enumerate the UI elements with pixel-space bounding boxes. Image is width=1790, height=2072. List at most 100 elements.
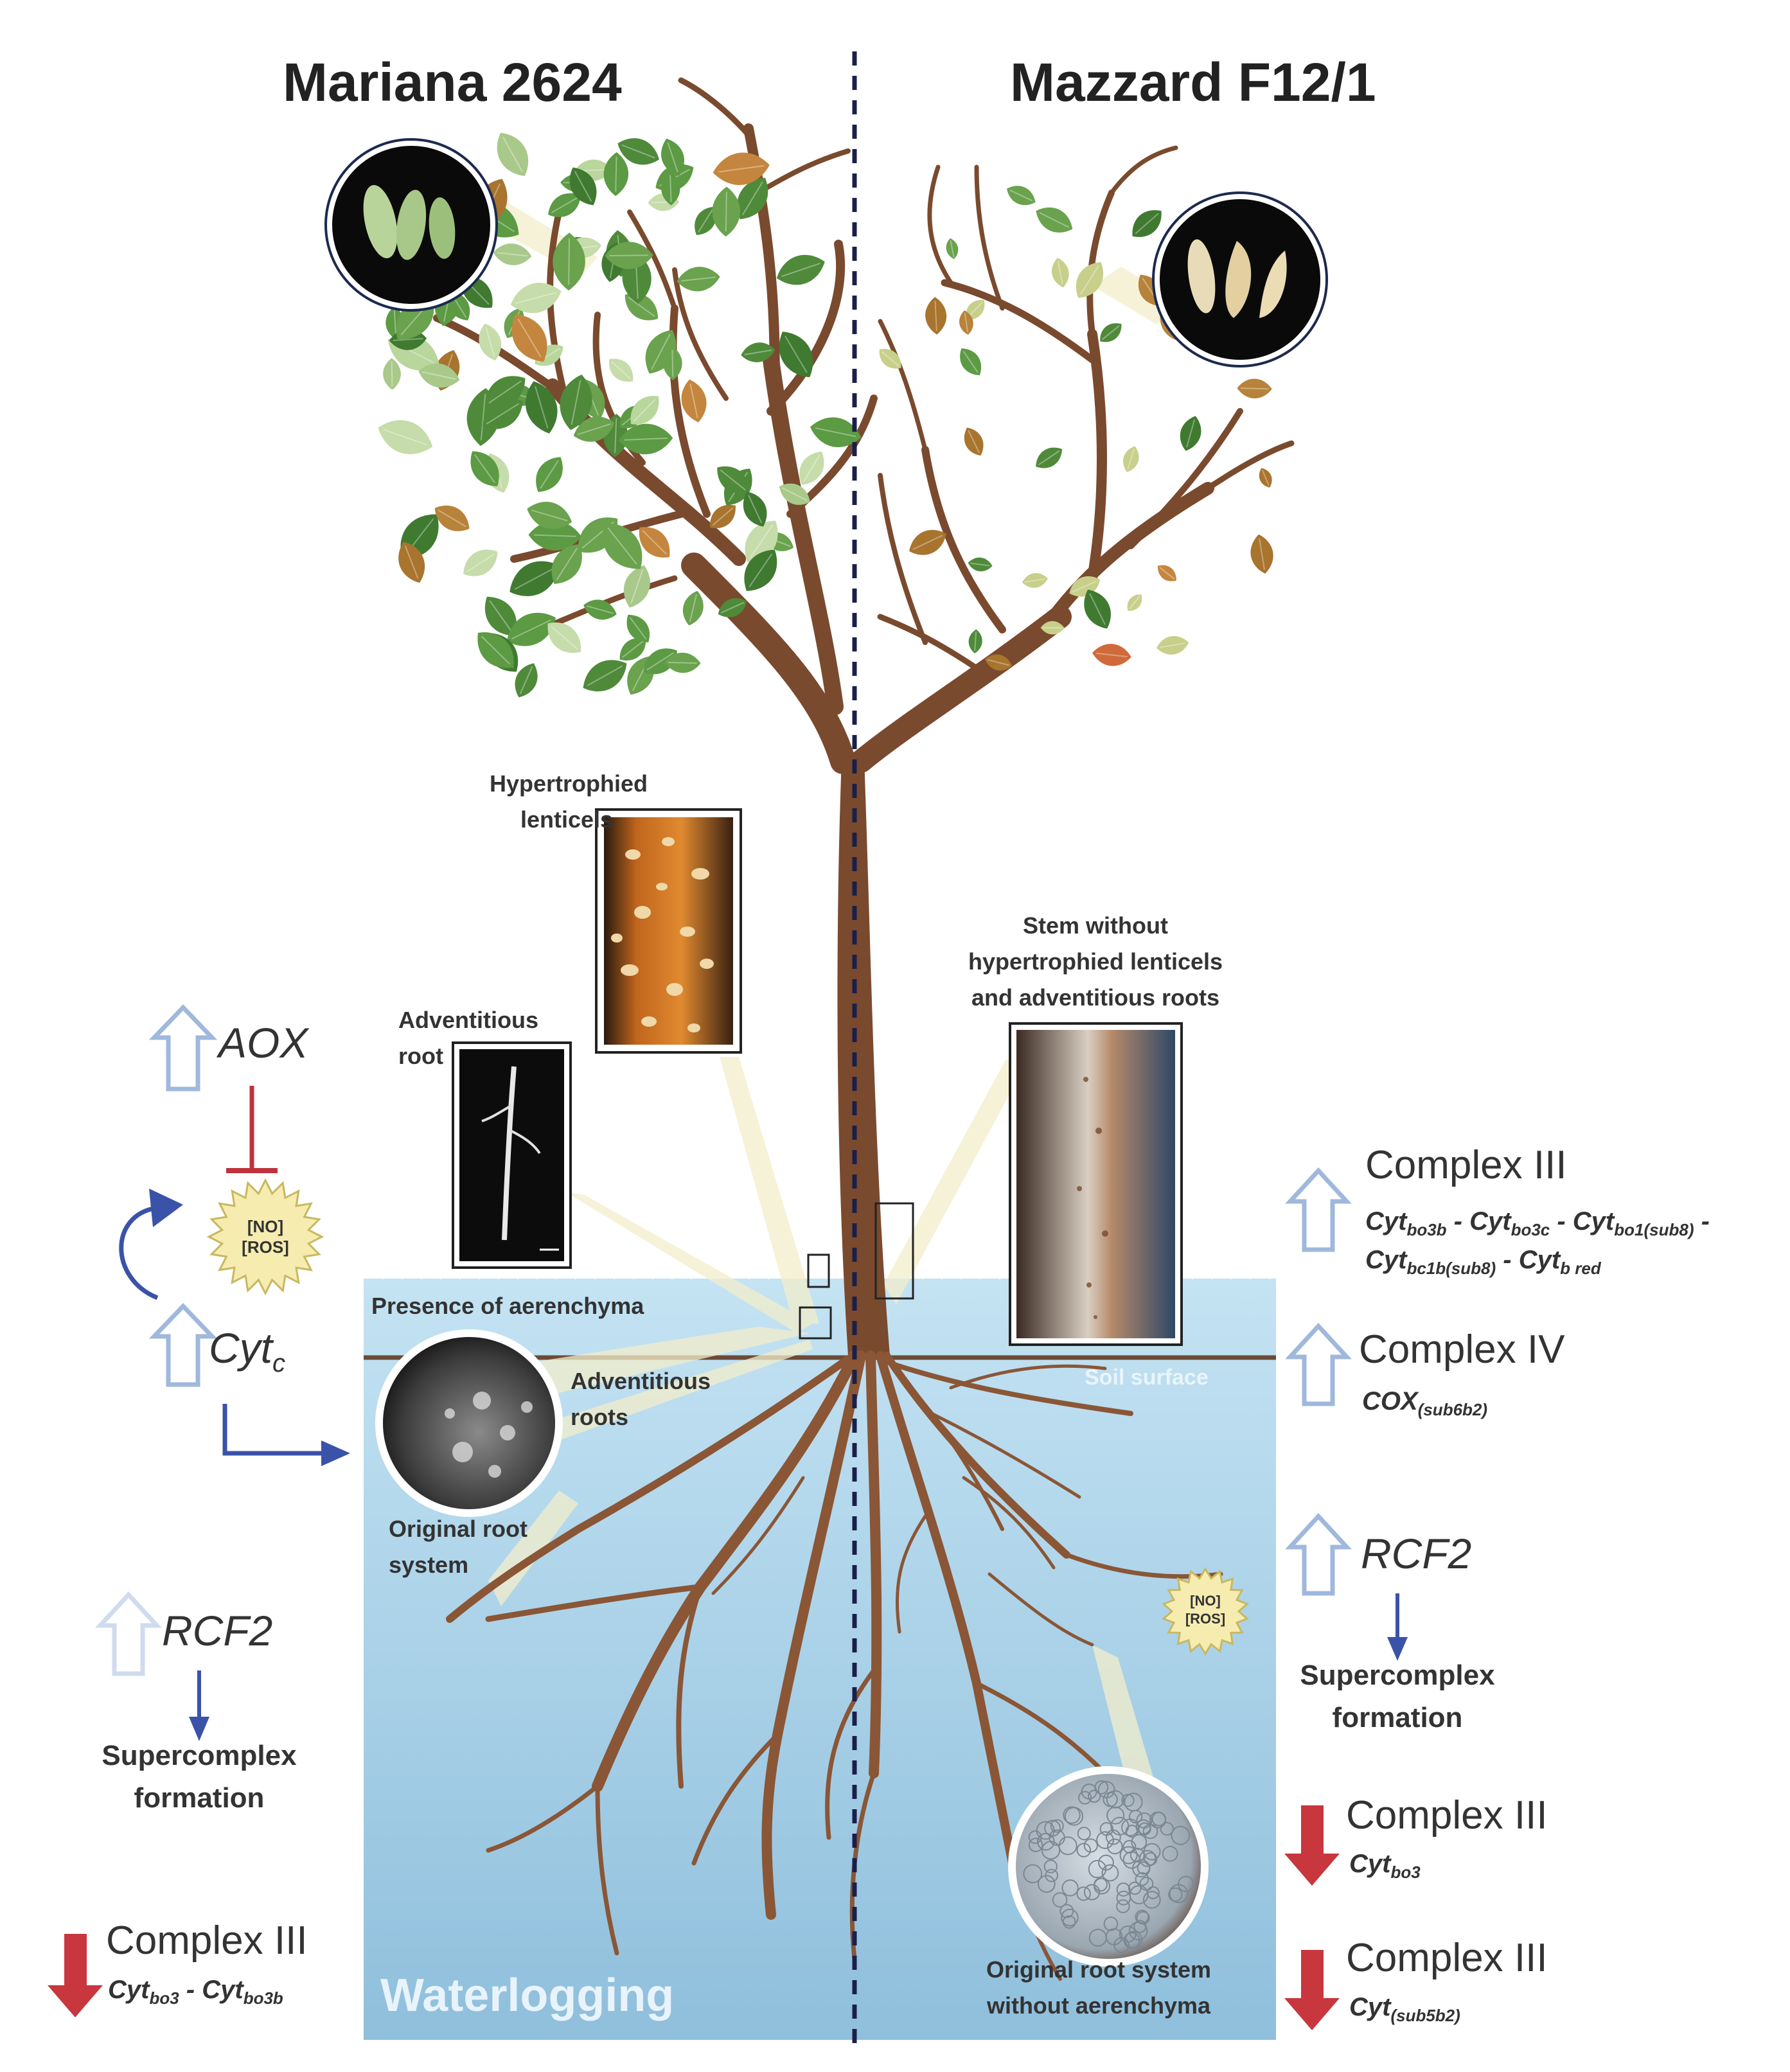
leaf [560, 374, 592, 430]
label-complex3-down-right-2: Complex III [1346, 1936, 1548, 1980]
cyt-base: Cyt [1365, 1207, 1407, 1235]
leaf-vein [712, 507, 734, 526]
cyt-base: Cyt [1572, 1207, 1615, 1235]
leaf [741, 342, 775, 362]
cell [1028, 1837, 1043, 1852]
leaf-vein [962, 350, 979, 373]
leaf [470, 451, 499, 486]
complex3-down-arrow-right-1 [1284, 1805, 1340, 1886]
leaf-vein [502, 136, 523, 172]
leaf-vein [474, 454, 495, 483]
cell [1076, 1843, 1092, 1857]
cell [1098, 1854, 1114, 1871]
leaf [1259, 468, 1272, 488]
sample-box-upper [807, 1253, 830, 1288]
cell [1116, 1890, 1131, 1906]
cell [1106, 1790, 1124, 1809]
leaf-vein [574, 171, 592, 202]
leaf [1076, 262, 1104, 298]
leaf-vein [815, 427, 856, 438]
leaf-vein [609, 254, 649, 257]
leaf [1157, 565, 1176, 581]
label-supercomplex-left: Supercomplex formation [84, 1735, 315, 1820]
trunk-fork-right [849, 605, 1072, 773]
wilted-leaves-photo [1152, 191, 1328, 367]
label-line: Original root system [986, 1956, 1212, 1983]
leaf-vein [517, 318, 542, 358]
stem-without-lenticels-photo [1009, 1022, 1183, 1346]
cell [1028, 1830, 1042, 1844]
leaf-vein [466, 553, 495, 572]
leaf-vein [642, 529, 667, 555]
cell [1113, 1936, 1130, 1953]
leaf-vein [514, 567, 555, 590]
cell [1097, 1780, 1115, 1798]
cell [1171, 1825, 1191, 1845]
trunk-fork-left [681, 553, 856, 774]
complex4-up-arrow [1285, 1322, 1352, 1406]
leaf [879, 349, 901, 369]
leaf-vein [489, 600, 513, 633]
roots [446, 1350, 1223, 1981]
cyt-sub: bo3b [1406, 1220, 1447, 1239]
cell [1119, 1846, 1138, 1864]
label-line: Adventitious [571, 1368, 711, 1394]
label-line: and adventitious roots [971, 984, 1220, 1011]
cell [1101, 1864, 1119, 1882]
leaf-vein [749, 524, 774, 559]
leaf-vein [782, 487, 808, 501]
label-complex3-down-right-1: Complex III [1346, 1793, 1548, 1837]
label-supercomplex-right: Supercomplex formation [1282, 1654, 1513, 1739]
cell [1094, 1780, 1109, 1794]
leaf [497, 132, 529, 177]
leaf [984, 654, 1013, 671]
label-line: formation [1332, 1702, 1463, 1733]
leaf [799, 451, 824, 485]
leaf [1092, 644, 1131, 666]
leaf-vein [480, 394, 486, 441]
leaf [617, 138, 659, 165]
leaf [744, 549, 777, 591]
leaf-vein [720, 601, 745, 614]
leaf [1022, 573, 1048, 588]
leaf-vein [1186, 419, 1196, 448]
leaf [925, 297, 947, 335]
leaf [528, 520, 581, 551]
cell [1116, 1899, 1130, 1913]
label-line: Adventitious [398, 1007, 539, 1033]
leaf-vein [404, 545, 419, 579]
leaf [681, 379, 707, 423]
leaf-vein [577, 423, 611, 436]
leaf-vein [950, 240, 955, 258]
leaf-vein [748, 495, 763, 524]
aerenchyma-micrograph [375, 1329, 563, 1517]
cell [1083, 1884, 1101, 1900]
leaf-vein [671, 350, 674, 377]
label-aox: AOX [218, 1019, 308, 1067]
leaf [1036, 447, 1063, 468]
leaf [695, 206, 716, 235]
leaf [677, 267, 720, 292]
leaf-vein [689, 384, 698, 418]
leaf-vein [1057, 260, 1063, 285]
cell [1162, 1845, 1178, 1862]
label-rcf2-right: RCF2 [1361, 1530, 1472, 1577]
rcf2-up-arrow-left [95, 1591, 162, 1676]
label-line: roots [571, 1404, 628, 1430]
cell [1178, 1875, 1194, 1892]
leaf-vein [681, 276, 716, 282]
cell [1121, 1794, 1135, 1807]
cell [1149, 1811, 1167, 1828]
cell [1077, 1827, 1091, 1841]
label-complex3-left: Complex III [106, 1918, 308, 1963]
leaf-vein [1101, 325, 1120, 341]
cell [1062, 1915, 1076, 1929]
leaf-vein [669, 175, 672, 202]
label-cyt-sub5b2: Cyt(sub5b2) [1349, 1993, 1460, 2025]
leaf [1040, 621, 1065, 635]
leaf-vein [1159, 642, 1186, 648]
leaf [1007, 186, 1036, 206]
leaf [909, 529, 946, 555]
cell [1058, 1836, 1077, 1855]
leaf-vein [624, 437, 668, 441]
